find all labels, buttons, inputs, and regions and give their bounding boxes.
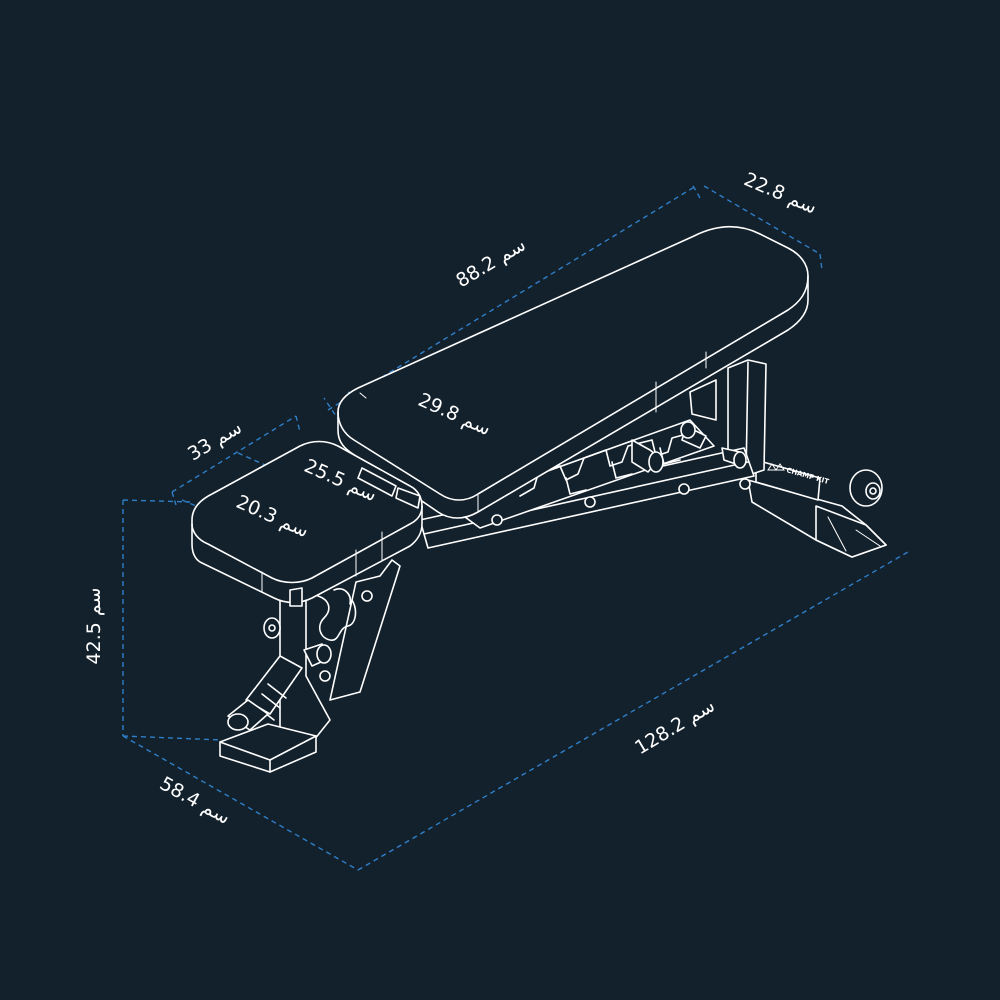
- dim-height: 42.5 سم: [83, 588, 105, 665]
- seat-pad: [191, 440, 423, 607]
- roller-knob: [721, 447, 747, 469]
- bolt-icon: [491, 514, 503, 526]
- bolt-icon: [739, 478, 751, 490]
- dim-base-width: 58.4 سم: [156, 772, 234, 829]
- roller-knob: [631, 439, 664, 473]
- front-legs: [227, 559, 401, 751]
- front-foot: [219, 723, 317, 773]
- bolt-icon: [678, 483, 690, 495]
- roller-knob: [680, 421, 707, 449]
- dim-backrest-length: 88.2 سم: [452, 234, 529, 292]
- dim-seat-depth: 33 سم: [184, 416, 246, 465]
- roller-knob: [263, 590, 373, 682]
- wheel: [849, 469, 883, 507]
- dim-overall-length: 128.2 سم: [631, 695, 719, 760]
- dim-backrest-width: 22.8 سم: [741, 168, 820, 218]
- rear-base: CHAMP KIT: [747, 459, 887, 558]
- backrest-pad: [337, 225, 809, 519]
- bolt-icon: [584, 496, 596, 508]
- bench-illustration: CHAMP KIT: [191, 225, 887, 773]
- main-frame: [419, 419, 755, 549]
